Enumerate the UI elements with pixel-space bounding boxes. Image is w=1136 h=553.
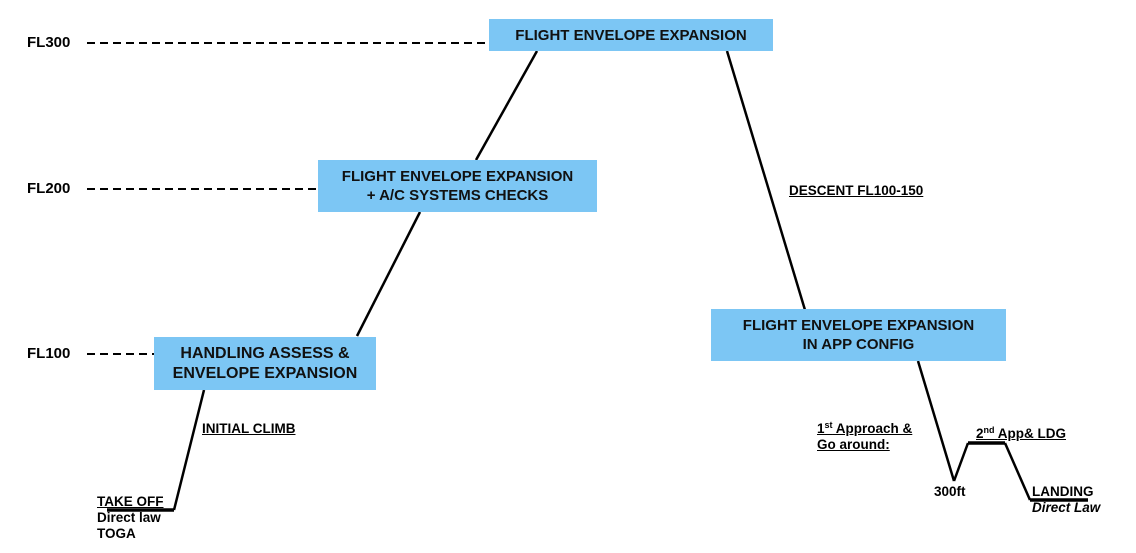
descent-line bbox=[725, 50, 807, 311]
final-descent-line bbox=[1003, 442, 1032, 501]
fl300-label: FL300 bbox=[27, 34, 71, 51]
second-approach-ordinal: 2 bbox=[976, 426, 984, 441]
fl300-phase-text: FLIGHT ENVELOPE EXPANSION bbox=[515, 26, 747, 44]
fl100-label: FL100 bbox=[27, 345, 71, 362]
first-approach-line bbox=[916, 360, 956, 482]
initial-climb-label: INITIAL CLIMB bbox=[202, 421, 296, 436]
initial-climb-line bbox=[172, 389, 206, 511]
first-approach-label: 1st Approach & Go around: bbox=[817, 417, 912, 453]
takeoff-label-group: TAKE OFF Direct law TOGA bbox=[97, 494, 164, 542]
fl200-label: FL200 bbox=[27, 180, 71, 197]
landing-title: LANDING bbox=[1032, 484, 1094, 499]
second-approach-text: App& LDG bbox=[994, 426, 1067, 441]
fl200-phase-line2: + A/C SYSTEMS CHECKS bbox=[366, 187, 549, 204]
takeoff-law: Direct law bbox=[97, 510, 161, 525]
landing-law: Direct Law bbox=[1032, 500, 1101, 515]
go-around-text: Go around: bbox=[817, 437, 890, 452]
descent-label: DESCENT FL100-150 bbox=[789, 183, 924, 198]
fl300-phase-box: FLIGHT ENVELOPE EXPANSION bbox=[489, 19, 773, 51]
climb-fl100-fl200-line bbox=[355, 211, 422, 337]
landing-label-group: LANDING Direct Law bbox=[1032, 484, 1100, 516]
min-altitude-label: 300ft bbox=[934, 484, 966, 499]
takeoff-thrust: TOGA bbox=[97, 526, 136, 541]
first-approach-ordinal: 1 bbox=[817, 421, 825, 436]
fl200-phase-box: FLIGHT ENVELOPE EXPANSION + A/C SYSTEMS … bbox=[318, 160, 597, 212]
app-config-phase-box: FLIGHT ENVELOPE EXPANSION IN APP CONFIG bbox=[711, 309, 1006, 361]
second-approach-label: 2nd App& LDG bbox=[976, 422, 1066, 442]
first-approach-ordinal-suffix: st bbox=[824, 420, 833, 430]
app-config-phase-line1: FLIGHT ENVELOPE EXPANSION bbox=[742, 317, 975, 334]
first-approach-text: Approach & bbox=[832, 421, 913, 436]
fl100-phase-line2: ENVELOPE EXPANSION bbox=[172, 364, 358, 382]
climb-fl200-fl300-line bbox=[474, 50, 539, 161]
app-config-phase-line2: IN APP CONFIG bbox=[802, 336, 915, 353]
takeoff-title: TAKE OFF bbox=[97, 494, 164, 509]
go-around-line bbox=[952, 442, 970, 482]
fl100-phase-line1: HANDLING ASSESS & bbox=[180, 344, 350, 362]
second-approach-ordinal-suffix: nd bbox=[983, 425, 995, 435]
fl100-phase-box: HANDLING ASSESS & ENVELOPE EXPANSION bbox=[154, 337, 376, 390]
fl200-phase-line1: FLIGHT ENVELOPE EXPANSION bbox=[341, 168, 574, 185]
